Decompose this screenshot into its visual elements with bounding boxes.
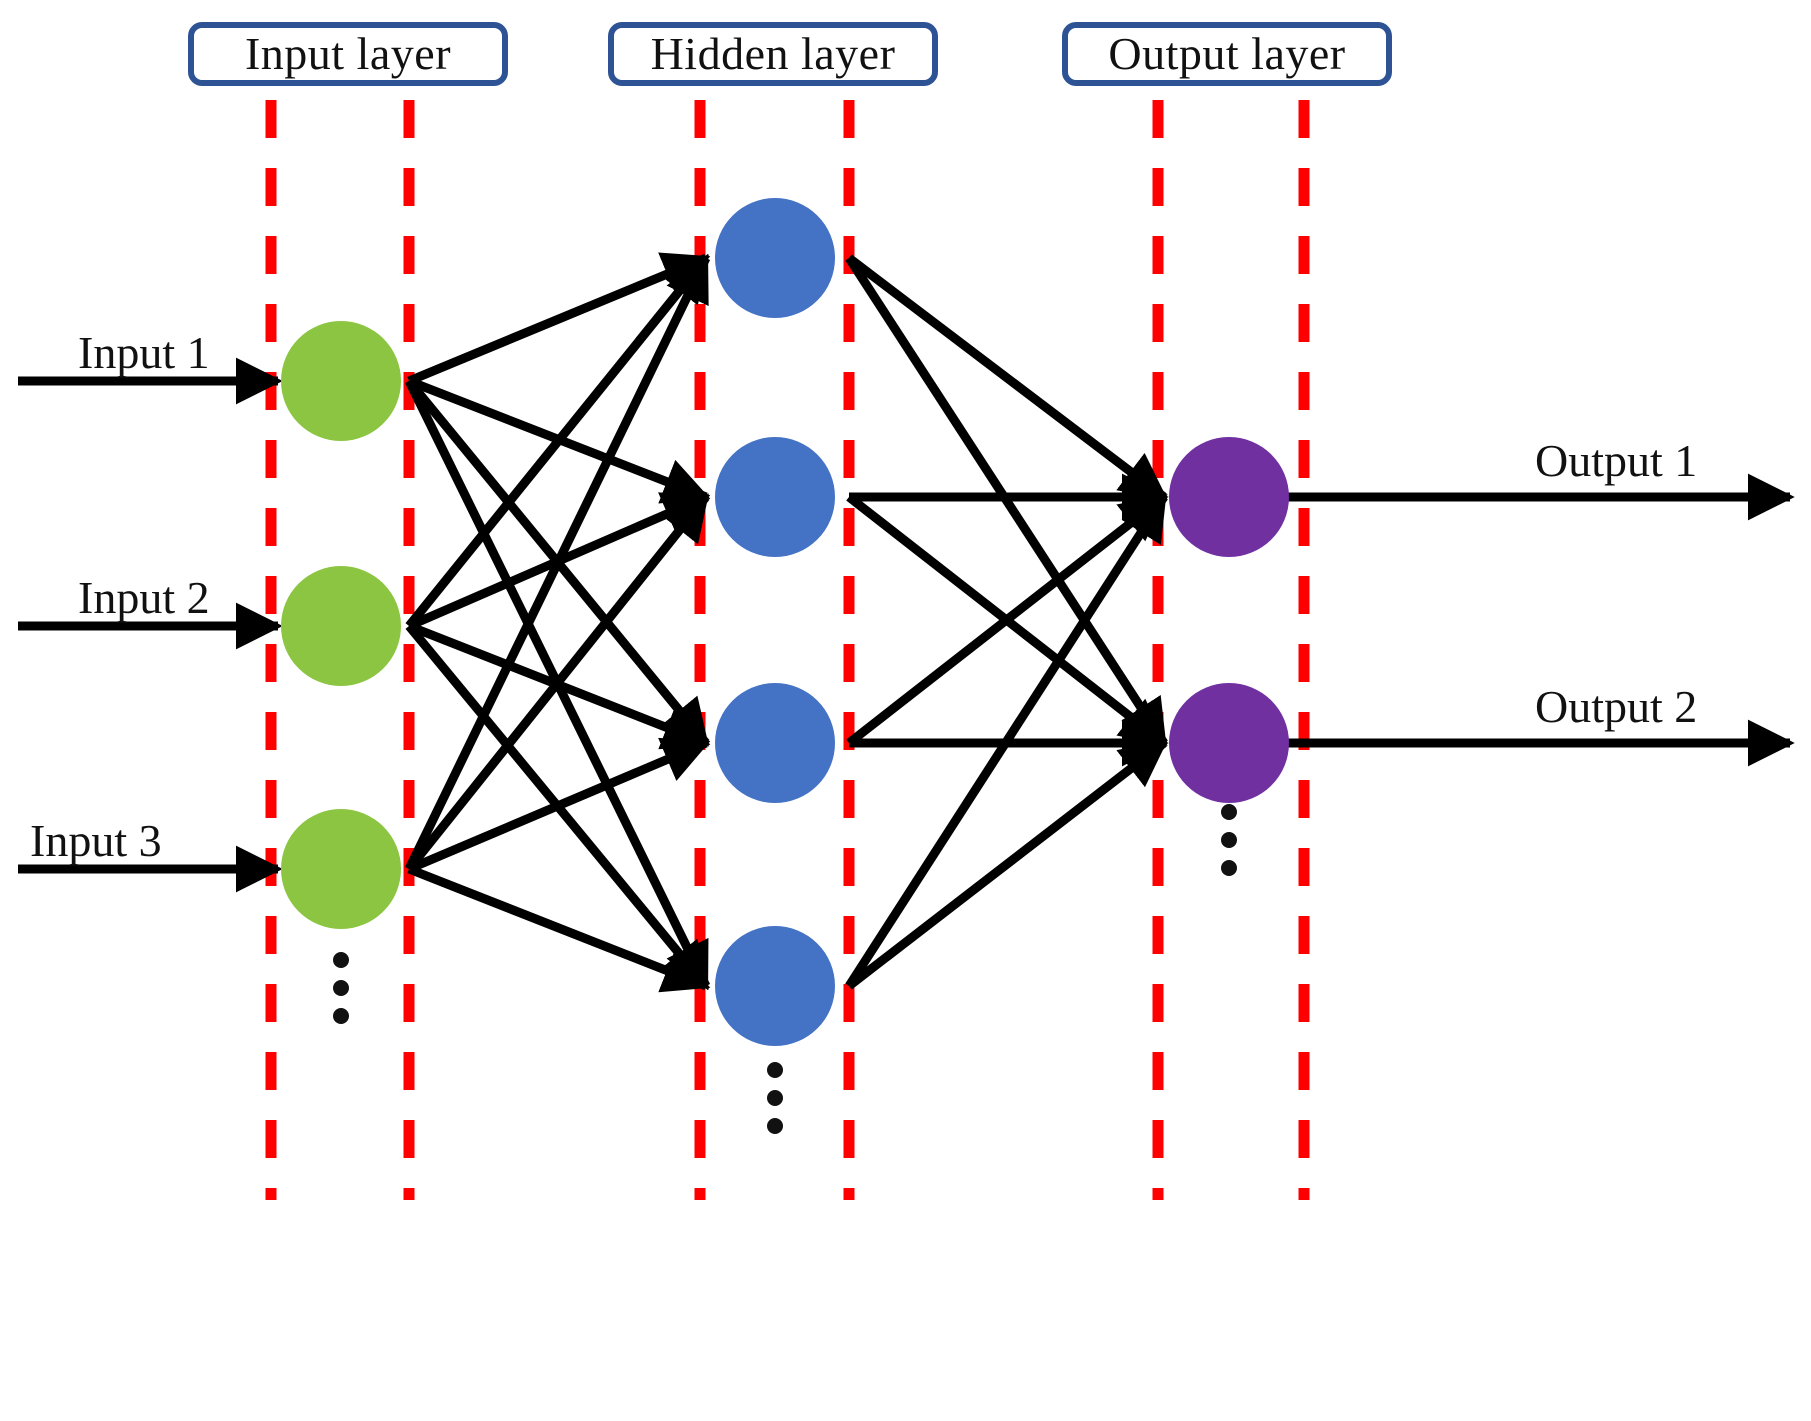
output-label-2: Output 2 xyxy=(1535,681,1698,732)
layer-label-hidden: Hidden layer xyxy=(608,22,938,86)
layer-label-output: Output layer xyxy=(1062,22,1392,86)
input-label-1: Input 1 xyxy=(78,327,210,378)
input-layer-boundary xyxy=(265,100,415,1200)
input-arrows xyxy=(18,357,283,893)
input-label-2: Input 2 xyxy=(78,572,210,623)
edges-input-to-hidden xyxy=(404,252,711,993)
input-layer-nodes xyxy=(281,321,401,929)
input-node-2 xyxy=(281,566,401,686)
hidden-node-1 xyxy=(715,198,835,318)
edges-hidden-to-output xyxy=(845,254,1169,990)
input-node-1 xyxy=(281,321,401,441)
output-layer-boundary xyxy=(1152,100,1310,1200)
hidden-node-3 xyxy=(715,683,835,803)
output-layer-ellipsis-icon xyxy=(1221,804,1237,876)
output-layer-nodes xyxy=(1169,437,1289,803)
output-node-2 xyxy=(1169,683,1289,803)
input-node-3 xyxy=(281,809,401,929)
hidden-layer-ellipsis-icon xyxy=(767,1062,783,1134)
hidden-layer-nodes xyxy=(715,198,835,1046)
hidden-layer-boundary xyxy=(694,100,855,1200)
output-node-1 xyxy=(1169,437,1289,557)
layer-label-input: Input layer xyxy=(188,22,508,86)
hidden-node-4 xyxy=(715,926,835,1046)
output-label-1: Output 1 xyxy=(1535,435,1698,486)
input-label-3: Input 3 xyxy=(30,815,162,866)
output-arrows xyxy=(1285,473,1795,767)
hidden-node-2 xyxy=(715,437,835,557)
input-layer-ellipsis-icon xyxy=(333,952,349,1024)
